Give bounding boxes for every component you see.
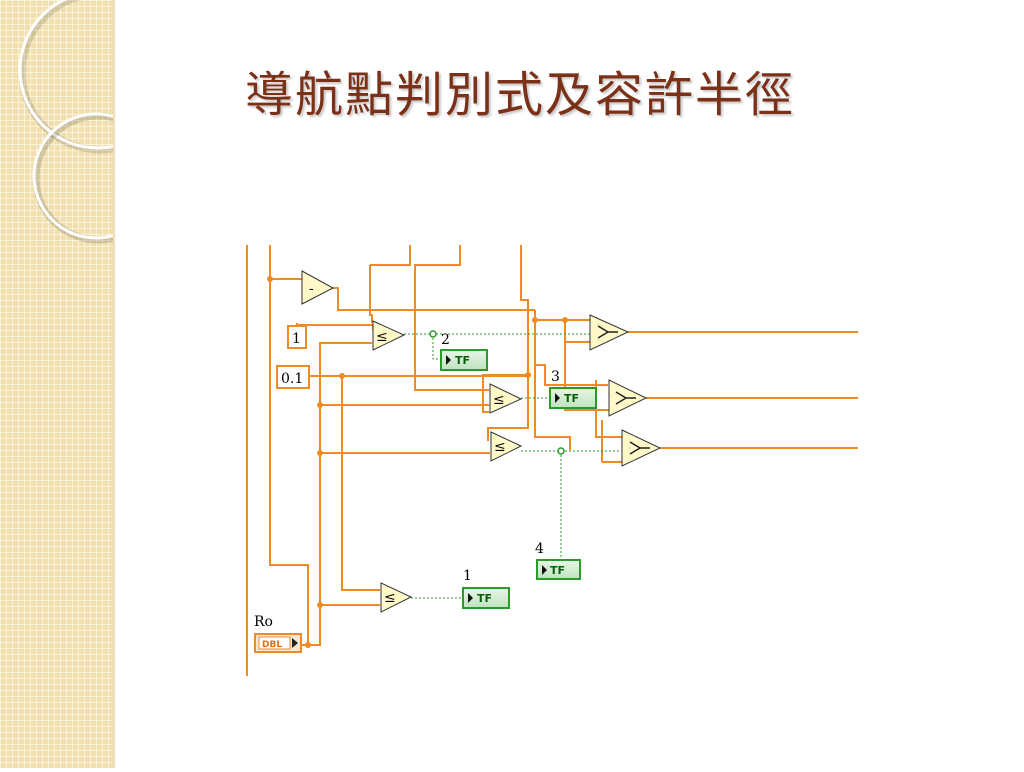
select-node-2[interactable] (608, 379, 648, 417)
ro-control-terminal[interactable]: DBL (254, 633, 302, 653)
subtract-symbol: - (309, 281, 314, 297)
constant-point-one[interactable]: 0.1 (276, 365, 310, 389)
svg-text:1: 1 (292, 331, 301, 347)
tf-indicator-3[interactable]: TF (549, 387, 597, 409)
less-equal-symbol: ≤ (494, 439, 506, 455)
indicator-label-2: 2 (441, 332, 450, 348)
decorative-sidebar (0, 0, 182, 768)
ro-label: Ro (254, 614, 273, 630)
indicator-label-4: 4 (535, 541, 544, 557)
indicator-label-3: 3 (551, 369, 560, 385)
less-equal-symbol: ≤ (376, 329, 388, 345)
indicator-label-1: 1 (463, 568, 472, 584)
numeric-wires (246, 245, 858, 676)
tf-indicator-1[interactable]: TF (462, 587, 510, 609)
wire-junctions (267, 276, 568, 648)
comparator-node-4[interactable]: ≤ (380, 582, 413, 613)
svg-text:TF: TF (550, 564, 565, 577)
less-equal-symbol: ≤ (384, 590, 396, 606)
svg-text:TF: TF (455, 354, 470, 367)
subtract-node[interactable]: - (301, 270, 335, 305)
boolean-wires (404, 333, 620, 599)
comparator-node-2[interactable]: ≤ (489, 383, 523, 414)
select-node-1[interactable] (589, 314, 630, 351)
comparator-node-3[interactable]: ≤ (490, 431, 523, 462)
sidebar-edge (113, 0, 116, 768)
tf-indicator-4[interactable]: TF (536, 559, 581, 580)
slide-title: 導航點判別式及容許半徑 (245, 67, 796, 123)
tf-indicator-2[interactable]: TF (440, 349, 488, 371)
constant-one[interactable]: 1 (287, 325, 307, 349)
select-node-3[interactable] (621, 429, 662, 467)
svg-text:TF: TF (477, 592, 492, 605)
comparator-node-1[interactable]: ≤ (372, 320, 406, 351)
svg-text:TF: TF (564, 392, 579, 405)
less-equal-symbol: ≤ (493, 392, 505, 408)
svg-text:DBL: DBL (262, 640, 282, 650)
boolean-junctions (429, 330, 565, 455)
svg-text:0.1: 0.1 (281, 371, 303, 387)
